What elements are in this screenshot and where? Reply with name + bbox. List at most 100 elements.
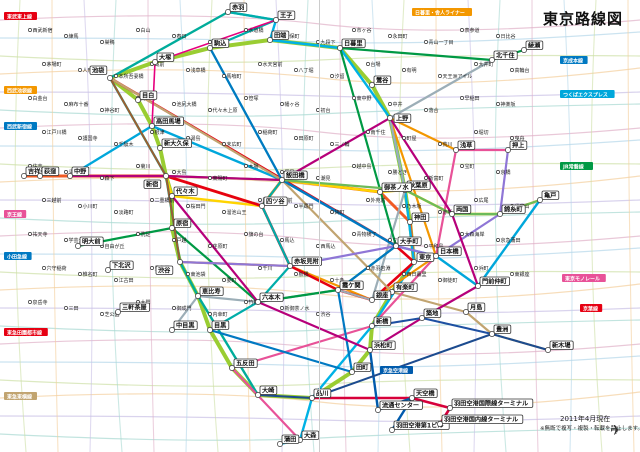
station-akabaneiwabuchi[interactable]: 赤羽岩淵 (366, 265, 391, 272)
station-nihombashi[interactable]: 日本橋 (433, 246, 462, 259)
station-hiroo[interactable]: 広尾 (474, 197, 489, 204)
station-sangenjaya[interactable]: 三軒茶屋 (115, 302, 151, 315)
station-shinjuku[interactable]: 新宿 (143, 173, 169, 189)
station-nakameguro[interactable]: 中目黒 (169, 320, 198, 333)
station-oimachi[interactable]: 大井町 (474, 61, 494, 68)
station-nippori[interactable]: 日暮里 (337, 38, 366, 51)
station-hikifune[interactable]: 曳舟 (510, 135, 525, 142)
station-asakusabashi[interactable]: 浅草橋 (186, 67, 206, 74)
station-kitasenju[interactable]: 北千住 (489, 50, 518, 63)
station-inaricho[interactable]: 稲荷町 (258, 129, 278, 136)
station-tameike[interactable]: 溜池山王 (222, 209, 247, 216)
station-kanamecho[interactable]: 要町 (222, 278, 237, 284)
station-toyosu[interactable]: 豊洲 (489, 324, 512, 337)
station-ariake[interactable]: 有明 (402, 67, 417, 74)
station-horikiri[interactable]: 堀切 (474, 129, 489, 136)
station-shimbashi[interactable]: 新橋 (369, 316, 392, 329)
station-minowa[interactable]: 三ノ輪 (330, 141, 350, 148)
station-ochanomizu[interactable]: 御茶ノ水 (377, 182, 413, 195)
station-ichigaya[interactable]: 市ヶ谷 (352, 27, 372, 34)
station-kagurazaka[interactable]: 神楽坂 (496, 101, 516, 108)
station-gakugei[interactable]: 学芸大学 (64, 237, 89, 244)
station-etchujima[interactable]: 越中島 (352, 163, 372, 170)
station-gaienmae[interactable]: 外苑前 (366, 197, 386, 204)
station-takadanobaba[interactable]: 高田馬場 (149, 116, 185, 129)
station-haneda_kokunai[interactable]: 羽田空港国内線ターミナル (437, 414, 524, 427)
station-jujo[interactable]: 十条 (330, 277, 345, 284)
station-mitakadai[interactable]: 高輪台 (510, 67, 530, 74)
station-uguisudani[interactable]: 鶯谷 (369, 75, 392, 88)
station-tsukiji[interactable]: 築地 (419, 308, 442, 321)
station-akasakamitsuke[interactable]: 赤坂見附 (287, 256, 323, 269)
station-mejiro[interactable]: 目白 (135, 90, 158, 103)
station-nishinippori[interactable]: 西日暮里 (402, 271, 427, 278)
station-tenkubashi[interactable]: 天空橋 (409, 388, 438, 401)
station-shibakoen[interactable]: 芝公園 (100, 311, 120, 318)
station-otemachi[interactable]: 大手町 (393, 236, 422, 249)
station-sasazuka[interactable]: 笹塚 (244, 95, 259, 102)
station-suitengu[interactable]: 水天宮前 (258, 61, 283, 68)
station-jiyugaoka[interactable]: 自由が丘 (100, 243, 125, 250)
station-takaracho[interactable]: 宝町 (460, 163, 475, 170)
station-hatchobori[interactable]: 八丁堀 (294, 67, 314, 74)
station-nijubashi[interactable]: 二重橋前 (150, 197, 175, 204)
station-ryogokuo[interactable]: 本所吾妻橋 (114, 73, 144, 80)
station-kachidoki[interactable]: 勝どき (388, 169, 407, 176)
station-hatagaya[interactable]: 幡ヶ谷 (280, 101, 300, 108)
station-togoshi[interactable]: 戸越 (172, 237, 187, 244)
station-ochanomizu2[interactable]: 新御茶ノ水 (280, 305, 310, 312)
station-yoyogi[interactable]: 代々木 (169, 186, 198, 199)
station-gokokuji[interactable]: 護国寺 (78, 135, 98, 142)
station-hanzomon[interactable]: 半蔵門 (294, 203, 314, 210)
station-suehirocho[interactable]: 末広町 (222, 141, 242, 148)
station-magome[interactable]: 馬込 (280, 237, 295, 244)
station-oshiage[interactable]: 押上 (505, 140, 528, 153)
station-ueno[interactable]: 上野 (387, 113, 412, 123)
station-ebara[interactable]: 荏原町 (208, 244, 228, 250)
station-kojimachi[interactable]: 麹町 (330, 209, 345, 216)
station-hatanodai[interactable]: 旗の台 (244, 231, 264, 238)
station-minamisenju[interactable]: 南千住 (366, 129, 386, 136)
station-ikejiri[interactable]: 池尻大橋 (172, 101, 197, 108)
station-ochiai[interactable]: 落合 (424, 107, 439, 114)
station-anamori[interactable]: 穴守稲荷 (42, 265, 67, 272)
station-asakusa[interactable]: 浅草 (453, 140, 476, 153)
station-shibuya[interactable]: 渋谷 (155, 259, 183, 275)
station-shimokitazawa[interactable]: 下北沢 (105, 260, 134, 273)
station-daiba[interactable]: 台場 (366, 61, 381, 68)
station-roppongi[interactable]: 六本木 (255, 292, 284, 305)
station-ryutsu[interactable]: 流通センター (375, 400, 423, 413)
station-harajuku[interactable]: 原宿 (169, 218, 192, 231)
station-ayase[interactable]: 綾瀬 (521, 40, 544, 53)
station-itabashi[interactable]: 板橋 (294, 271, 309, 278)
station-senzoku[interactable]: 洗足 (136, 231, 151, 238)
station-kayabacho[interactable]: 茅場町 (42, 61, 62, 68)
station-seibushinjuku[interactable]: 西武新宿 (28, 27, 53, 34)
station-monzennakacho[interactable]: 門前仲町 (475, 276, 511, 289)
station-heiwajima[interactable]: 平和島 (424, 243, 444, 250)
station-tennozu[interactable]: 天王洲アイル (438, 74, 472, 80)
station-tokyo[interactable]: 東京 (411, 252, 435, 265)
station-ekoda[interactable]: 江古田 (114, 277, 134, 284)
station-waseda[interactable]: 早稲田 (460, 95, 480, 102)
station-nerima[interactable]: 練馬 (64, 33, 79, 40)
station-suidobashi[interactable]: 水道橋 (244, 27, 264, 34)
station-aoyamaitchome[interactable]: 青山一丁目 (424, 39, 454, 46)
station-sakuradamon[interactable]: 桜田門 (186, 203, 206, 210)
station-onarimon[interactable]: 御成門 (172, 305, 192, 312)
station-ojima[interactable]: 大島 (172, 169, 187, 176)
station-meidaimae[interactable]: 明大前 (75, 236, 104, 249)
station-omori[interactable]: 大森 (297, 430, 320, 443)
station-senkawa[interactable]: 千川 (258, 265, 273, 272)
station-gotanda[interactable]: 五反田 (229, 358, 258, 371)
station-ginza[interactable]: 銀座 (369, 290, 392, 303)
station-osaki[interactable]: 大崎 (255, 385, 278, 398)
station-tawaramachi[interactable]: 田原町 (294, 136, 314, 142)
station-machiya[interactable]: 町屋 (402, 136, 417, 142)
station-omotesando[interactable]: 表参道 (460, 27, 480, 34)
station-arakawa[interactable]: 荒川 (438, 141, 453, 148)
station-mitsukoshi[interactable]: 三越前 (42, 197, 62, 204)
station-azabu[interactable]: 麻布十番 (64, 101, 89, 108)
station-ogawamachi[interactable]: 小川町 (78, 203, 98, 210)
station-hakusan[interactable]: 白山 (136, 27, 151, 34)
